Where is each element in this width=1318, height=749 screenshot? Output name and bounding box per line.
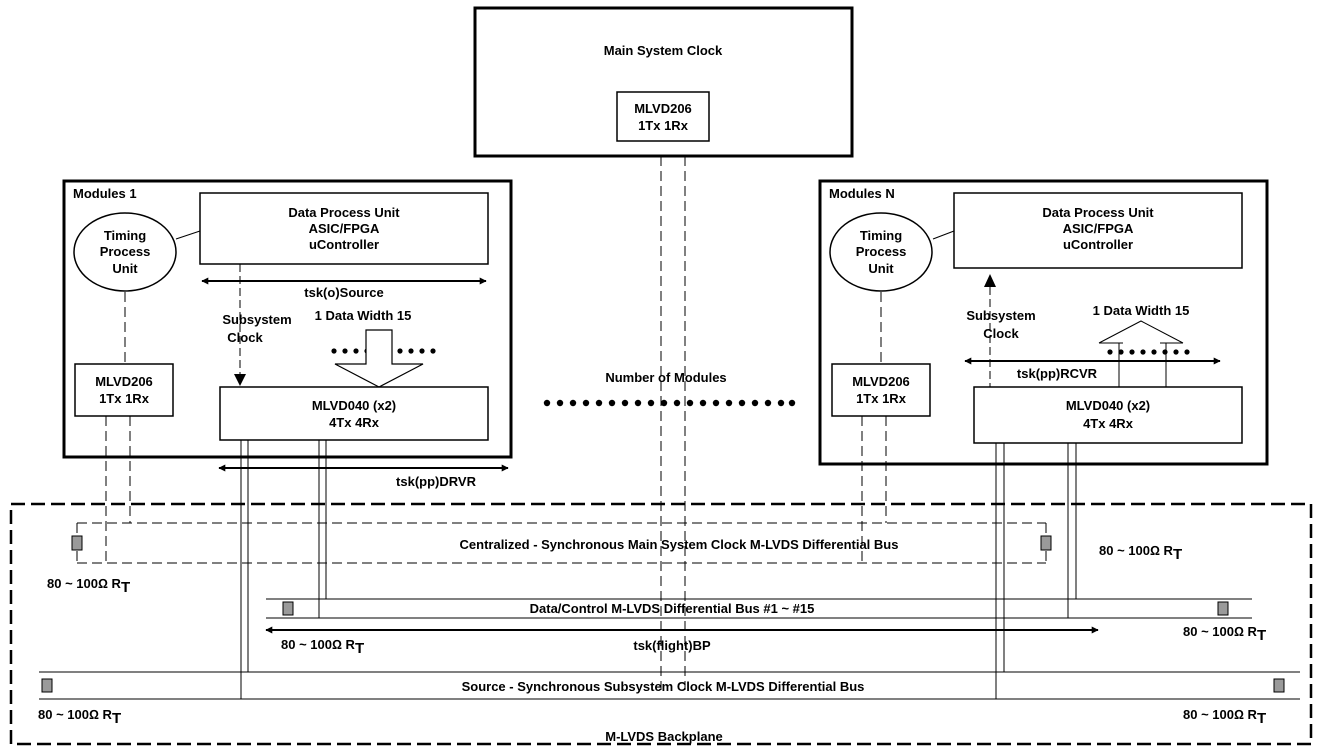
- module-n-mlvd040-name: MLVD040 (x2): [1066, 398, 1150, 413]
- module-1-dpu-line1: Data Process Unit: [288, 205, 400, 220]
- main-clock-chip-name: MLVD206: [634, 101, 692, 116]
- module-1-box: Modules 1 Data Process Unit ASIC/FPGA uC…: [62, 179, 513, 459]
- number-of-modules-label: Number of Modules: [605, 370, 726, 385]
- subsys-bus-term-right: [1273, 678, 1285, 693]
- module-n-subsys-line1: Subsystem: [966, 308, 1035, 323]
- module-n-title: Modules N: [829, 186, 895, 201]
- module-1-data-drops: [240, 440, 327, 699]
- module-n-skew-rcvr: tsk(pp)RCVR: [1017, 366, 1098, 381]
- module-1-clock-drops: [105, 416, 131, 563]
- data-bus-term-right: [1217, 601, 1229, 616]
- module-1-data-block-arrow: [334, 329, 424, 388]
- module-n-tpu-line1: Timing: [860, 228, 902, 243]
- module-n-mlvd040-ports: 4Tx 4Rx: [1083, 416, 1134, 431]
- module-1-tpu-line3: Unit: [112, 261, 138, 276]
- module-n-data-width: 1 Data Width 15: [1093, 303, 1190, 318]
- module-n-subsys-line2: Clock: [983, 326, 1019, 341]
- term-label-data-right: 80 ~ 100Ω RT: [1183, 624, 1266, 644]
- module-n-data-drops: [995, 443, 1077, 699]
- bus-main-clock-label: Centralized - Synchronous Main System Cl…: [460, 537, 899, 552]
- module-n-clock-drops: [861, 416, 887, 563]
- module-1-mlvd206-ports: 1Tx 1Rx: [99, 391, 150, 406]
- module-1-mlvd040-name: MLVD040 (x2): [312, 398, 396, 413]
- main-bus-term-right: [1040, 535, 1052, 551]
- module-1-mlvd040-ports: 4Tx 4Rx: [329, 415, 380, 430]
- main-system-clock-box: Main System Clock MLVD206 1Tx 1Rx: [473, 6, 854, 158]
- term-label-main-right: 80 ~ 100Ω RT: [1099, 543, 1182, 563]
- module-n-tpu-line2: Process: [856, 244, 907, 259]
- module-n-mlvd206-name: MLVD206: [852, 374, 910, 389]
- subsystem-clock-bus: [39, 671, 1300, 700]
- module-n-dpu-line1: Data Process Unit: [1042, 205, 1154, 220]
- term-label-main-left: 80 ~ 100Ω RT: [47, 576, 130, 596]
- term-label-subsys-left: 80 ~ 100Ω RT: [38, 707, 121, 727]
- main-clock-title: Main System Clock: [604, 43, 723, 58]
- subsys-bus-term-left: [41, 678, 53, 693]
- main-clock-chip-ports: 1Tx 1Rx: [638, 118, 689, 133]
- module-n-tpu-line3: Unit: [868, 261, 894, 276]
- module-1-title: Modules 1: [73, 186, 137, 201]
- module-n-dpu-line2: ASIC/FPGA: [1063, 221, 1134, 236]
- data-bus-term-left: [282, 601, 294, 616]
- module-1-skew-drvr: tsk(pp)DRVR: [396, 474, 477, 489]
- module-1-data-width: 1 Data Width 15: [315, 308, 412, 323]
- module-1-subsys-line2: Clock: [227, 330, 263, 345]
- term-label-data-left: 80 ~ 100Ω RT: [281, 637, 364, 657]
- backplane-border: [9, 502, 1313, 746]
- bus-subsys-label: Source - Synchronous Subsystem Clock M-L…: [462, 679, 865, 694]
- term-label-subsys-right: 80 ~ 100Ω RT: [1183, 707, 1266, 727]
- module-1-tpu-line2: Process: [100, 244, 151, 259]
- main-bus-term-left: [71, 535, 83, 551]
- module-1-mlvd206-name: MLVD206: [95, 374, 153, 389]
- data-control-bus: [266, 598, 1252, 619]
- module-1-dpu-line2: ASIC/FPGA: [309, 221, 380, 236]
- backplane-label: M-LVDS Backplane: [605, 729, 723, 744]
- module-1-subsys-line1: Subsystem: [222, 312, 291, 327]
- module-n-data-dots: [1107, 349, 1190, 355]
- skew-flight-label: tsk(flight)BP: [633, 638, 711, 653]
- module-n-box: Modules N Data Process Unit ASIC/FPGA uC…: [818, 179, 1269, 466]
- module-1-dpu-line3: uController: [309, 237, 379, 252]
- module-1-skew-source: tsk(o)Source: [304, 285, 383, 300]
- main-clock-feed-lines: [660, 156, 686, 690]
- module-n-dpu-line3: uController: [1063, 237, 1133, 252]
- module-1-tpu-line1: Timing: [104, 228, 146, 243]
- module-n-mlvd206-ports: 1Tx 1Rx: [856, 391, 907, 406]
- bus-data-label: Data/Control M-LVDS Differential Bus #1 …: [530, 601, 815, 616]
- main-clock-bus: [76, 522, 1047, 564]
- module-n-data-bracket: [1098, 320, 1184, 344]
- number-of-modules-dots: [543, 399, 796, 407]
